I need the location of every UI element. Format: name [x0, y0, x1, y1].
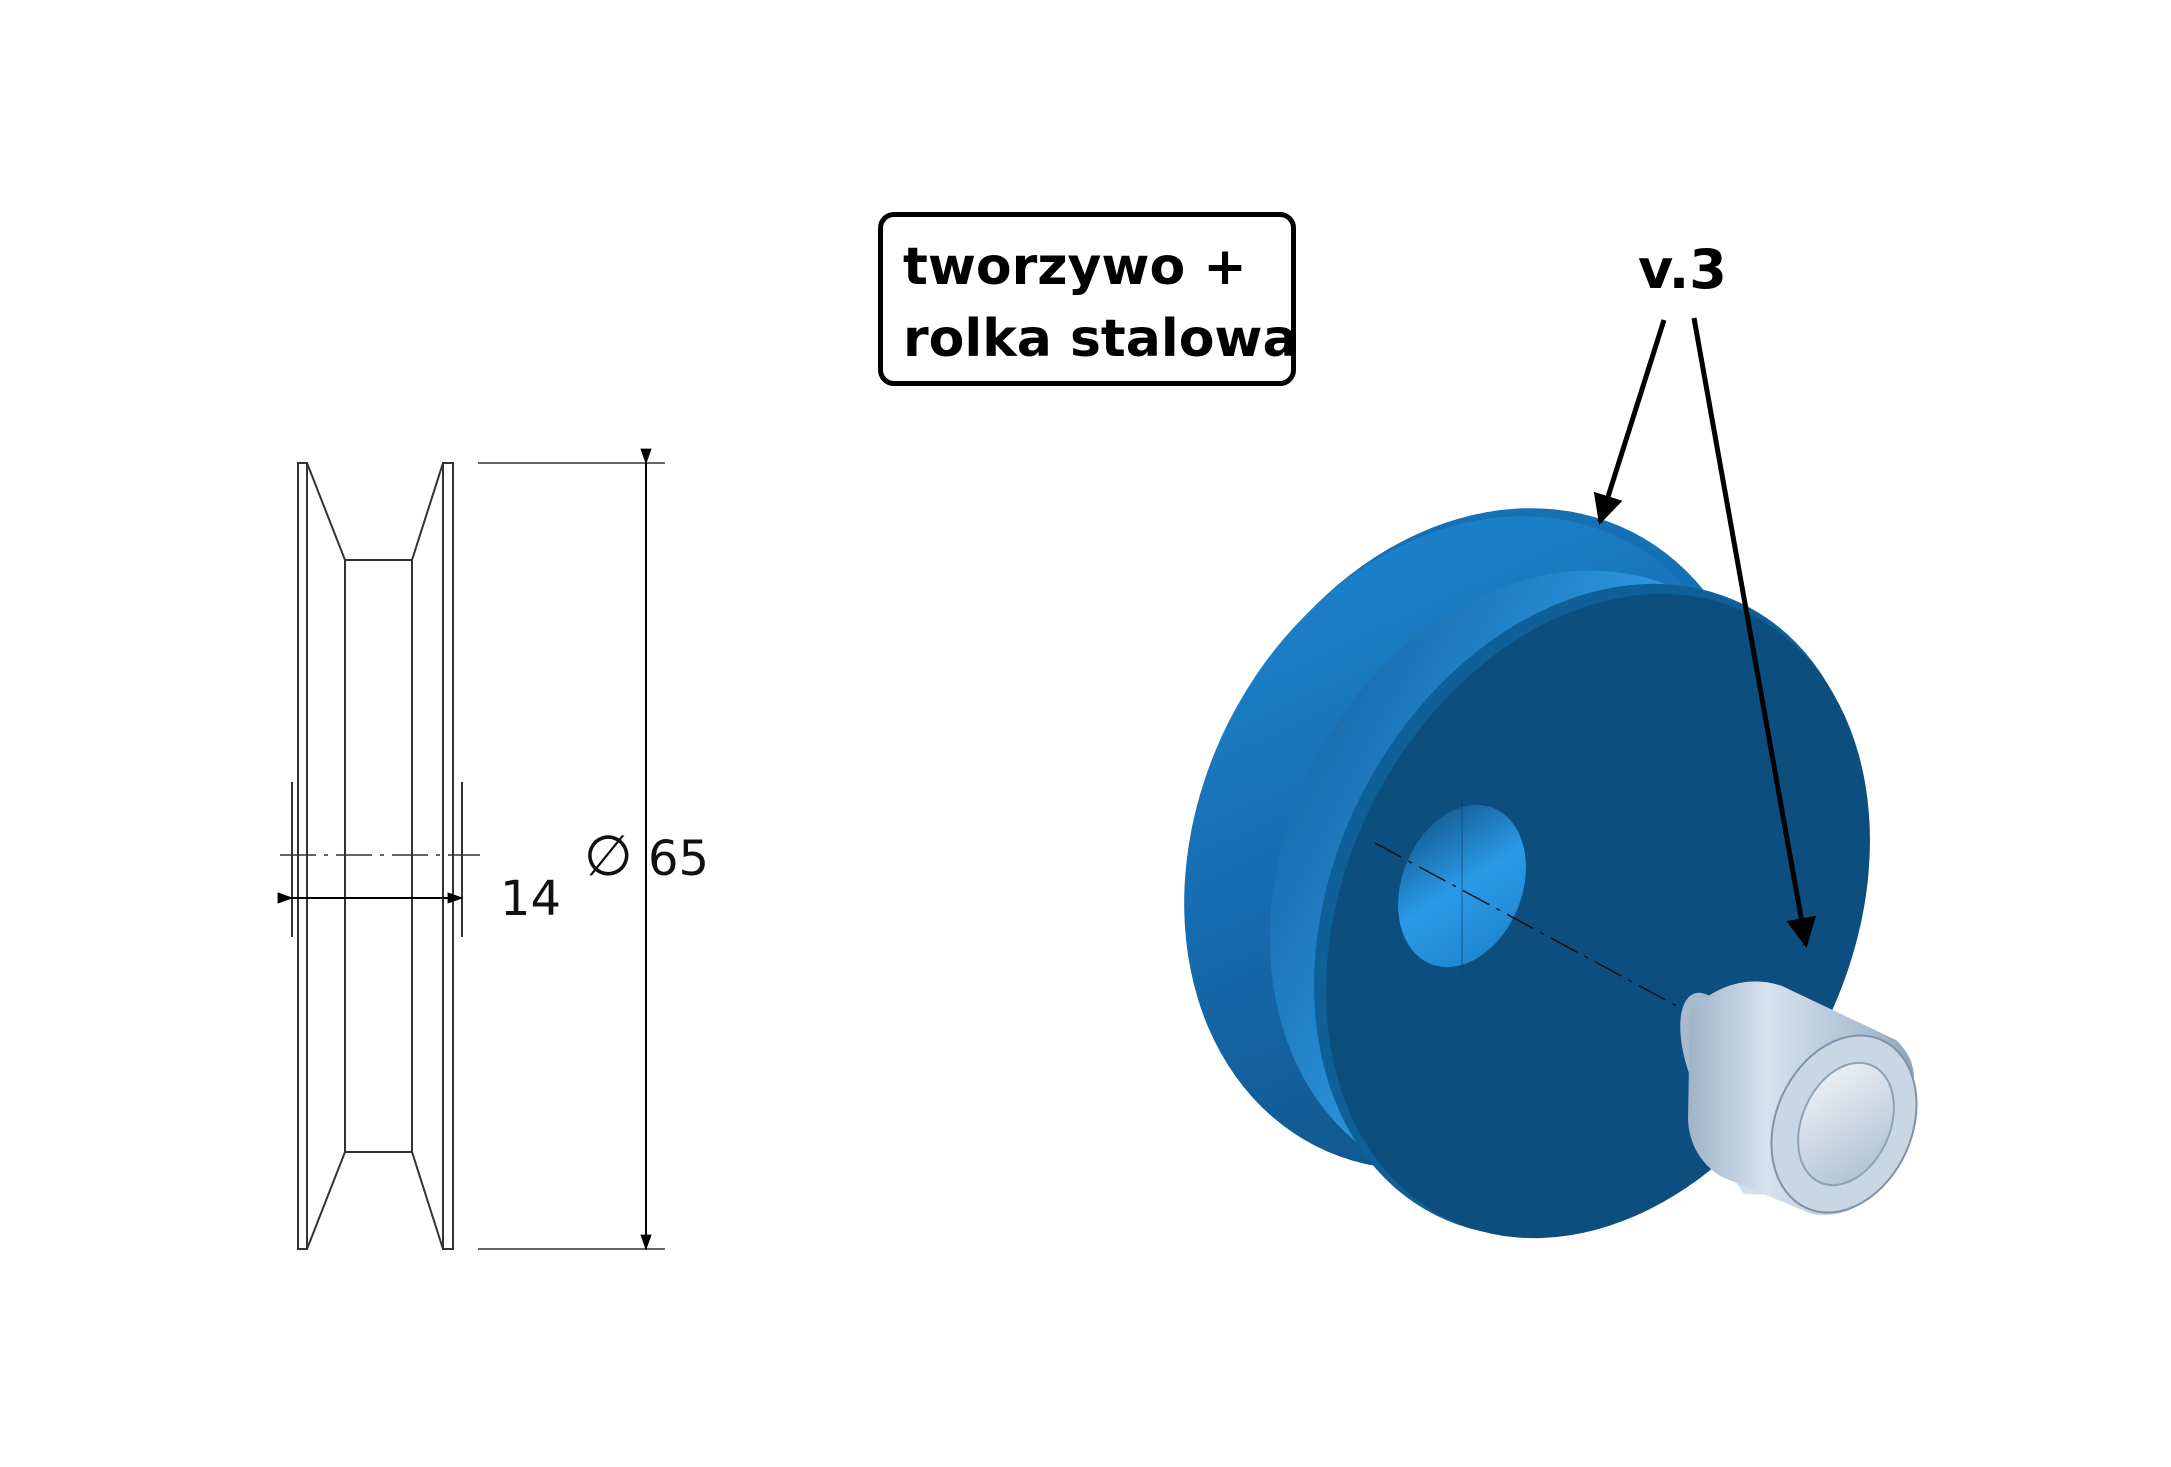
material-label-line-2: rolka stalowa — [903, 309, 1298, 369]
right-flange — [442, 462, 454, 1250]
technical-drawing — [277, 448, 665, 1251]
width-dimension-text: 14 — [500, 871, 561, 927]
material-label-box: tworzywo + rolka stalowa — [878, 212, 1298, 386]
version-label: v.3 — [1638, 238, 1727, 301]
sleeve-bore — [1797, 1061, 1895, 1187]
diameter-dimension-text: 65 — [648, 831, 709, 887]
steel-sleeve — [1680, 981, 1918, 1215]
pulley-3d — [1184, 508, 1870, 1239]
callout-arrow-sleeve — [1691, 317, 1817, 948]
assembly-axis — [1374, 842, 1713, 1026]
diameter-symbol: ∅ — [584, 824, 633, 889]
version-callout-arrows — [1593, 317, 1817, 948]
left-flange — [297, 462, 308, 1250]
material-label-line-1: tworzywo + — [903, 237, 1247, 297]
groove-profile — [306, 462, 444, 561]
callout-arrow-pulley — [1593, 319, 1667, 525]
